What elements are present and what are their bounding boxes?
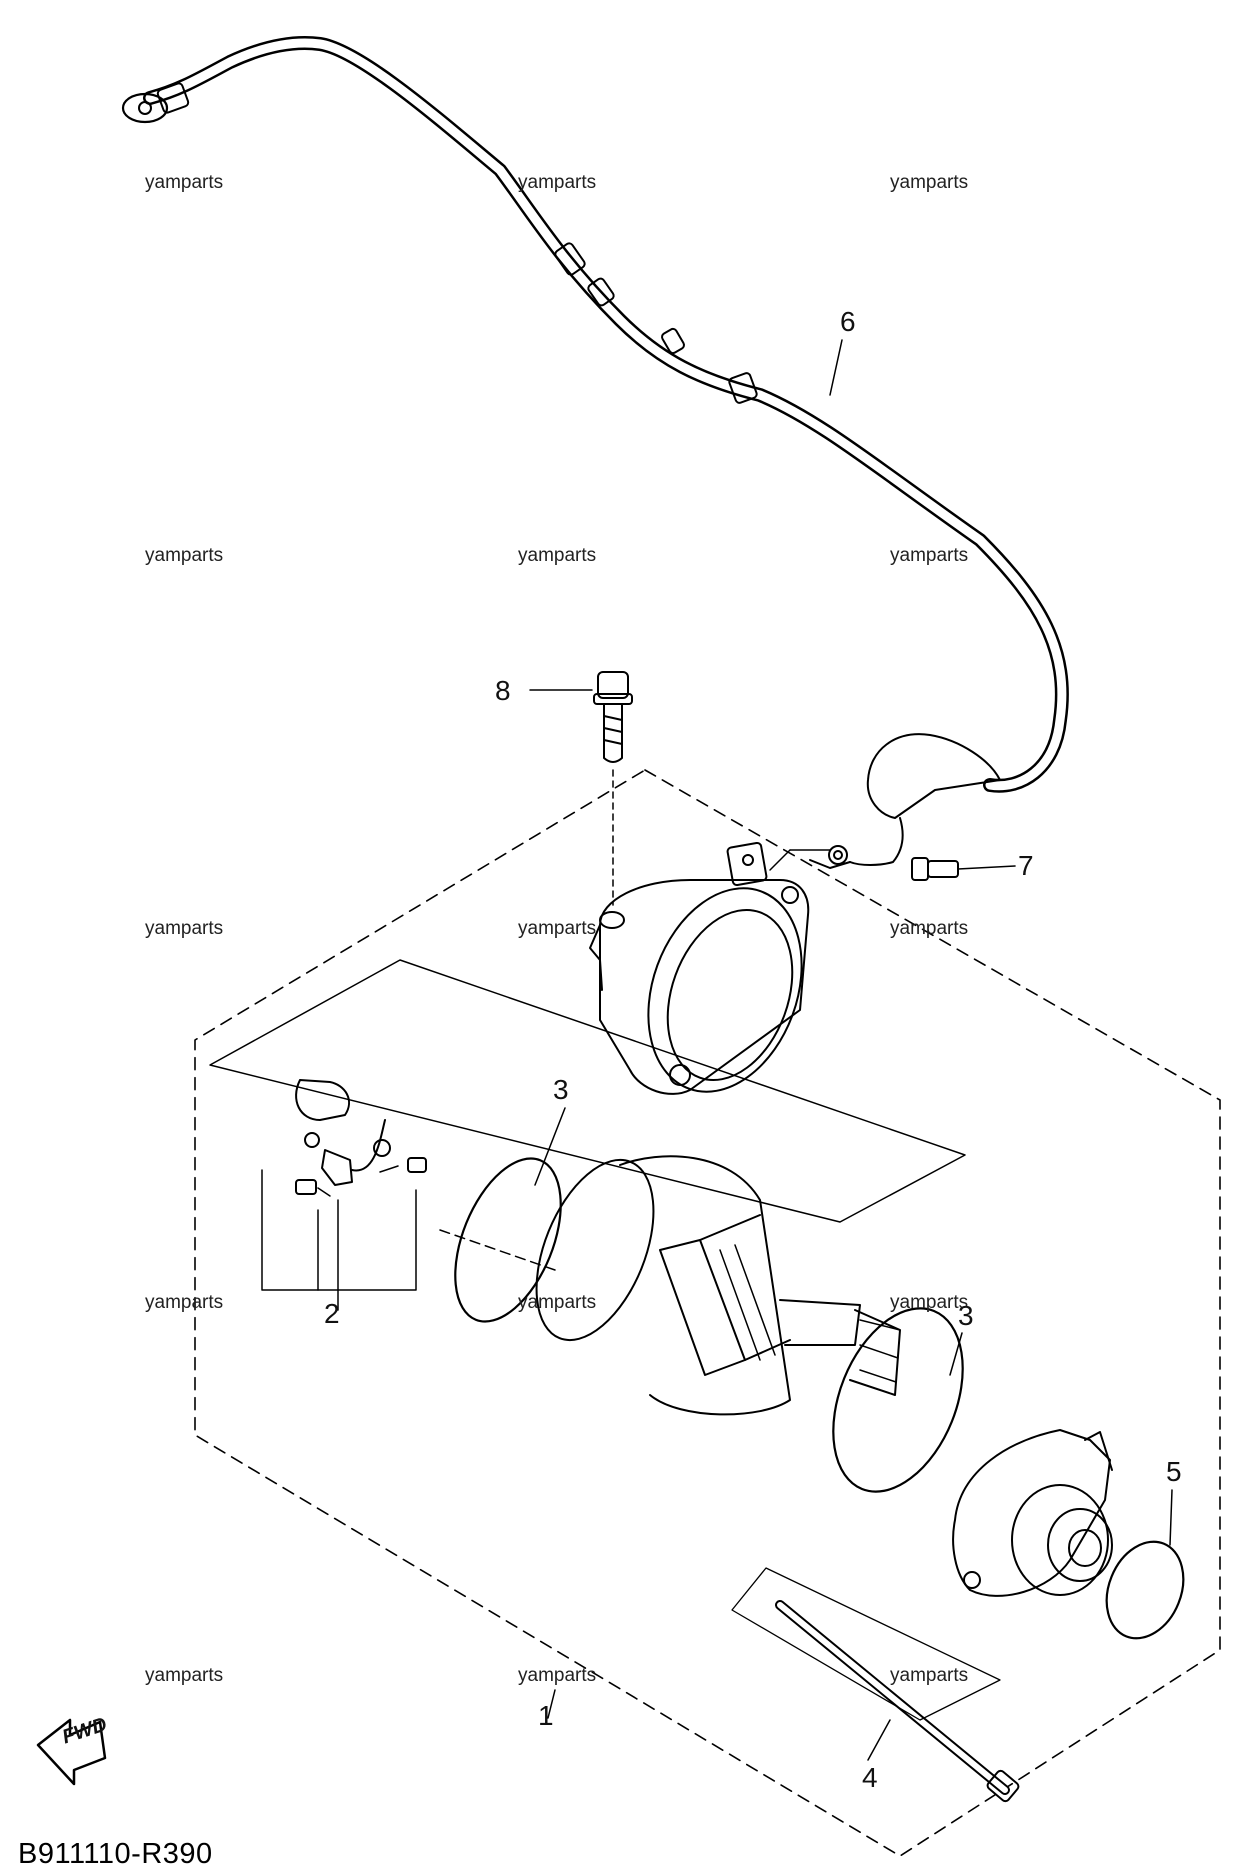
- rear-cover: [952, 1429, 1113, 1597]
- watermark-text: yamparts: [145, 1292, 224, 1313]
- watermark-text: yamparts: [145, 918, 224, 939]
- brush-holder-assembly: [261, 1079, 427, 1311]
- callout-3-left: 3: [553, 1074, 569, 1105]
- watermark-text: yamparts: [890, 172, 969, 193]
- through-bolt-part-4: [731, 1567, 1020, 1803]
- callout-7: 7: [1018, 850, 1034, 881]
- fwd-arrow-icon: [36, 1718, 107, 1786]
- starter-motor-yoke: [535, 1155, 901, 1416]
- watermark-text: yamparts: [518, 1292, 597, 1313]
- diagram-code: B911110-R390: [18, 1838, 213, 1870]
- callout-4: 4: [862, 1762, 878, 1793]
- watermark-text: yamparts: [890, 918, 969, 939]
- watermark-text: yamparts: [890, 1292, 969, 1313]
- watermark-text: yamparts: [890, 1665, 969, 1686]
- starter-cable-part-6: [121, 35, 1069, 869]
- watermark-text: yamparts: [518, 172, 597, 193]
- callout-6: 6: [840, 306, 856, 337]
- o-ring-part-5: [1105, 1540, 1185, 1640]
- watermark-text: yamparts: [145, 172, 224, 193]
- callout-leaders: [534, 339, 1173, 1761]
- o-ring-part-3-right: [832, 1307, 964, 1493]
- callout-2: 2: [324, 1298, 340, 1329]
- callout-1: 1: [538, 1700, 554, 1731]
- callout-8: 8: [495, 675, 511, 706]
- watermark-text: yamparts: [145, 1665, 224, 1686]
- watermark-text: yamparts: [518, 1665, 597, 1686]
- callout-5: 5: [1166, 1456, 1182, 1487]
- o-ring-part-3-left: [454, 1157, 562, 1323]
- watermark-text: yamparts: [518, 918, 597, 939]
- brush-kit-bracket: [209, 959, 966, 1223]
- assembly-boundary: [194, 769, 1221, 1857]
- callout-3-right: 3: [958, 1300, 974, 1331]
- terminal-bolt-part-7: [911, 857, 1016, 881]
- watermark-text: yamparts: [145, 545, 224, 566]
- front-cover: [589, 841, 831, 1095]
- watermark-text: yamparts: [890, 545, 969, 566]
- mounting-bolt-part-8: [529, 671, 633, 906]
- watermark-text: yamparts: [518, 545, 597, 566]
